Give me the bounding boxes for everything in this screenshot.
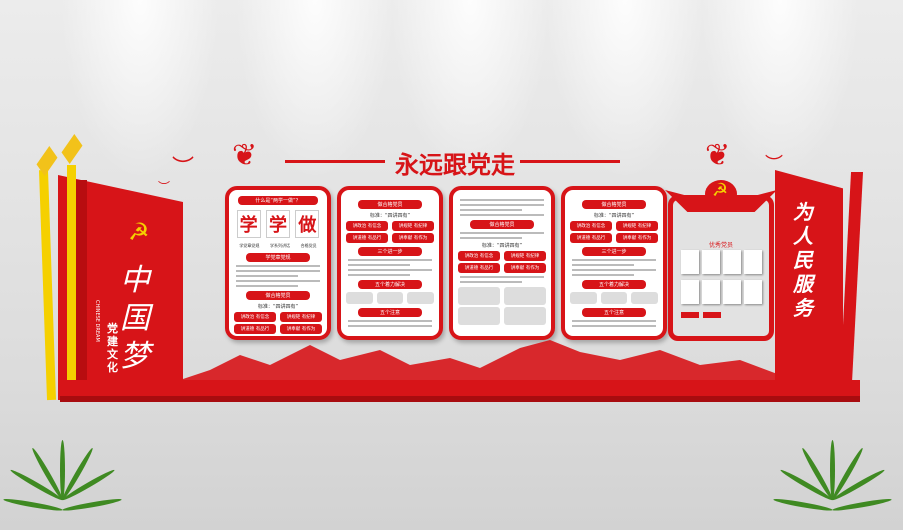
section-header: 五个着力解决	[358, 280, 422, 289]
plant-right	[760, 420, 903, 530]
standard-item: 讲道德 有品行	[346, 233, 388, 243]
standard-item: 讲道德 有品行	[570, 233, 612, 243]
spotlight	[700, 0, 860, 180]
bird-icon: ︶	[765, 154, 783, 175]
photo-board: 优秀党员	[668, 195, 774, 341]
standard-item: 讲规矩 有纪律	[280, 312, 322, 322]
great-wall-silhouette	[180, 340, 780, 385]
section-header: 五个注意	[582, 308, 646, 317]
bird-icon: ︶	[158, 180, 171, 194]
panel-header: 什么是“两学一做”？	[238, 196, 318, 205]
standard-item: 讲道德 有品行	[458, 263, 500, 273]
hammer-sickle-icon: ☭	[712, 180, 729, 201]
standard-item: 讲政治 有信念	[458, 251, 500, 261]
standard-item: 讲奉献 有作为	[280, 324, 322, 334]
spotlight	[235, 0, 395, 180]
plant-left	[0, 420, 140, 530]
base-strip	[60, 380, 860, 396]
char-sub: 合格党员	[300, 243, 317, 248]
char: 学	[236, 210, 261, 238]
standard-item: 讲规矩 有纪律	[616, 221, 658, 231]
section-header: 五个注意	[358, 308, 422, 317]
section-header: 做合格党员	[358, 200, 422, 209]
spotlight	[545, 0, 705, 180]
standard-item: 讲奉献 有作为	[616, 233, 658, 243]
char-sub: 学党章党规	[239, 243, 260, 248]
standard-item: 讲道德 有品行	[234, 324, 276, 334]
right-banner	[775, 170, 843, 400]
standard-label: 标准：“四讲四有”	[257, 304, 299, 310]
info-panel-2: 做合格党员 标准：“四讲四有” 讲政治 有信念 讲规矩 有纪律 讲道德 有品行 …	[337, 186, 443, 340]
section-header: 做合格党员	[582, 200, 646, 209]
standard-item: 讲政治 有信念	[346, 221, 388, 231]
party-culture-label: 党建文化	[107, 322, 118, 374]
section-header: 学党章党规	[246, 253, 310, 262]
page-title: 永远跟党走	[395, 151, 515, 179]
section-header: 五个着力解决	[582, 280, 646, 289]
section-header: 三个进一步	[582, 247, 646, 256]
info-panel-1: 什么是“两学一做”？ 学 学 做 学党章党规 学系列讲话 合格党员 学党章党规 …	[225, 186, 331, 340]
spotlight	[390, 0, 550, 180]
standard-label: 标准：“四讲四有”	[481, 243, 523, 249]
title-line-right	[520, 160, 620, 163]
section-header: 做合格党员	[470, 220, 534, 229]
standard-item: 讲政治 有信念	[570, 221, 612, 231]
bird-icon: ︶	[172, 156, 195, 181]
info-panel-4: 做合格党员 标准：“四讲四有” 讲政治 有信念 讲规矩 有纪律 讲道德 有品行 …	[561, 186, 667, 340]
info-panel-3: 做合格党员 标准：“四讲四有” 讲政治 有信念 讲规矩 有纪律 讲道德 有品行 …	[449, 186, 555, 340]
study-chars: 学 学 做	[234, 210, 322, 238]
char-sub: 学系列讲话	[269, 243, 290, 248]
standard-item: 讲奉献 有作为	[392, 233, 434, 243]
serve-people-text: 为人民服务	[793, 200, 813, 320]
hammer-sickle-icon: ☭	[128, 218, 150, 246]
standard-item: 讲奉献 有作为	[504, 263, 546, 273]
title-line-left	[285, 160, 385, 163]
china-dream-en: CHINESE DREAM	[94, 300, 100, 342]
standard-item: 讲政治 有信念	[234, 312, 276, 322]
char: 学	[265, 210, 290, 238]
standard-item: 讲规矩 有纪律	[392, 221, 434, 231]
section-header: 三个进一步	[358, 247, 422, 256]
standard-item: 讲规矩 有纪律	[504, 251, 546, 261]
dove-icon: ❦	[705, 138, 731, 173]
char: 做	[295, 210, 320, 238]
spotlight	[60, 0, 220, 180]
dove-icon: ❦	[232, 138, 258, 173]
china-dream-title: 中国梦	[120, 263, 150, 374]
photo-board-header: 优秀党员	[708, 242, 733, 249]
standard-label: 标准：“四讲四有”	[369, 213, 411, 219]
standard-label: 标准：“四讲四有”	[593, 213, 635, 219]
section-header: 做合格党员	[246, 291, 310, 300]
crest-circle	[705, 180, 737, 208]
